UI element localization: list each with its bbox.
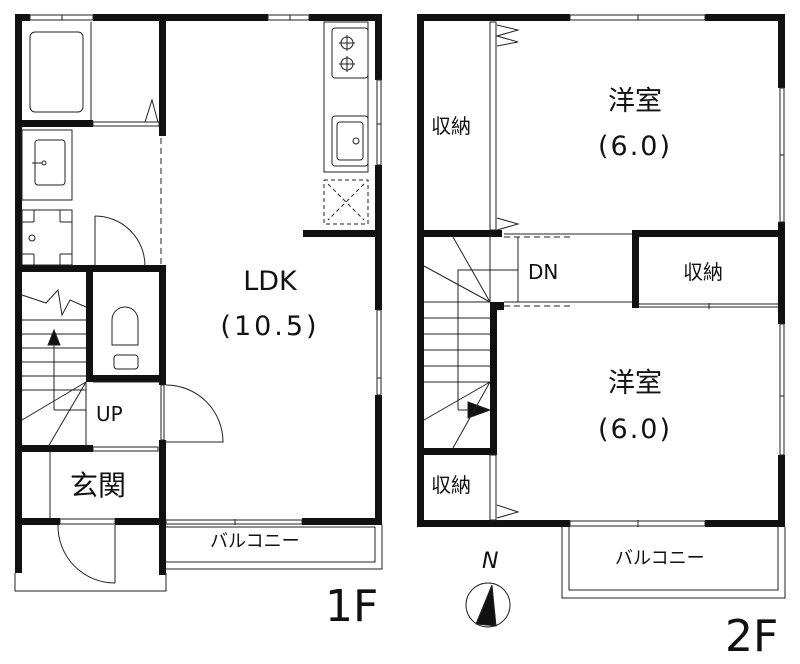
- storage-right-label: 収納: [683, 260, 723, 284]
- storage-left-label: 収納: [431, 114, 471, 138]
- stairs-1f: [21, 288, 87, 448]
- balcony-1f-label: バルコニー: [210, 531, 300, 552]
- ldk-label: LDK: [225, 268, 315, 295]
- stairs-down-label: DN: [528, 260, 559, 284]
- western-room-lower-size: (6.0): [597, 414, 672, 445]
- stairs-2f: [423, 236, 518, 449]
- western-room-upper-name: 洋室: [608, 86, 662, 117]
- floor-2-label: 2F: [725, 611, 779, 662]
- ldk-name: LDK: [243, 266, 297, 297]
- stairs-up-label: UP: [96, 402, 123, 426]
- ldk-size: (10.5): [220, 311, 320, 342]
- western-room-lower-name: 洋室: [608, 368, 662, 399]
- walls-2f: [417, 14, 785, 527]
- entrance-label: 玄関: [70, 469, 127, 502]
- western-room-upper-size: (6.0): [597, 131, 672, 162]
- storage-bottom-label: 収納: [431, 473, 471, 497]
- balcony-2f-label: バルコニー: [615, 548, 705, 569]
- floor-1-label: 1F: [325, 581, 379, 632]
- compass-north-label: N: [482, 549, 499, 574]
- walls-1f: [15, 14, 382, 575]
